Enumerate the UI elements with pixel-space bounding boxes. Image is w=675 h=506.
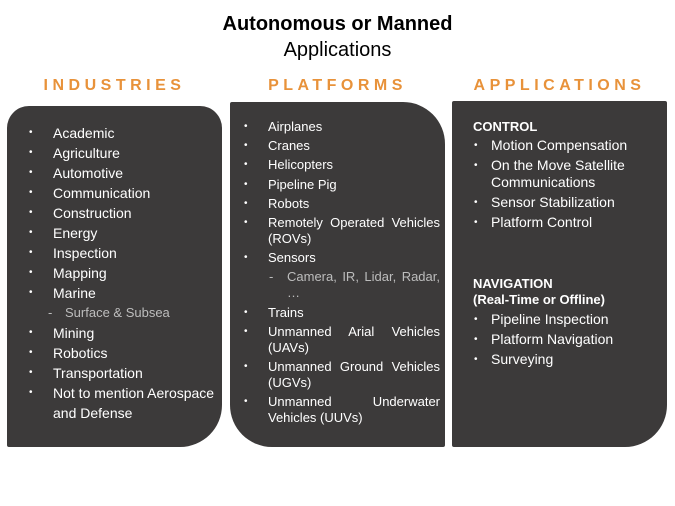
industries-header: INDUSTRIES [43, 77, 186, 94]
list-item: Robots [244, 196, 440, 212]
list-item: Cranes [244, 138, 440, 154]
list-item: Agriculture [29, 143, 218, 163]
list-item: Academic [29, 123, 218, 143]
list-item: Construction [29, 203, 218, 223]
navigation-list: Pipeline Inspection Platform Navigation … [474, 311, 661, 371]
list-item: Airplanes [244, 119, 440, 135]
platforms-list: Airplanes Cranes Helicopters Pipeline Pi… [244, 119, 440, 429]
list-item: Transportation [29, 363, 218, 383]
list-item: Mining [29, 323, 218, 343]
list-item: Pipeline Inspection [474, 311, 661, 328]
list-item: Helicopters [244, 157, 440, 173]
platforms-panel: Airplanes Cranes Helicopters Pipeline Pi… [230, 102, 445, 447]
slide-title: Autonomous or Manned Applications [0, 11, 675, 63]
list-item: Platform Navigation [474, 331, 661, 348]
sub-list-item: Surface & Subsea [48, 303, 218, 323]
list-item: Trains [244, 305, 440, 321]
navigation-heading: NAVIGATION [473, 276, 553, 291]
list-item: Energy [29, 223, 218, 243]
list-item: On the Move Satellite Communications [474, 157, 661, 191]
list-item: Communication [29, 183, 218, 203]
list-item: Marine [29, 283, 218, 303]
list-item: Sensors [244, 250, 440, 266]
control-heading: CONTROL [473, 119, 538, 134]
applications-header: APPLICATIONS [473, 77, 646, 94]
title-line-2: Applications [283, 39, 392, 61]
list-item: Inspection [29, 243, 218, 263]
list-item: Unmanned Underwater Vehicles (UUVs) [244, 394, 440, 426]
platforms-header: PLATFORMS [268, 77, 407, 94]
list-item: Not to mention Aerospace and Defense [29, 383, 218, 423]
industries-panel: Academic Agriculture Automotive Communic… [7, 106, 222, 447]
sub-list-item: Camera, IR, Lidar, Radar, … [268, 269, 440, 301]
list-item: Platform Control [474, 214, 661, 231]
navigation-subheading: (Real-Time or Offline) [473, 292, 605, 307]
list-item: Unmanned Arial Vehicles (UAVs) [244, 324, 440, 356]
list-item: Mapping [29, 263, 218, 283]
list-item: Remotely Operated Vehicles (ROVs) [244, 215, 440, 247]
title-line-1: Autonomous or Manned [222, 13, 453, 35]
list-item: Sensor Stabilization [474, 194, 661, 211]
list-item: Robotics [29, 343, 218, 363]
applications-panel: CONTROL Motion Compensation On the Move … [452, 101, 667, 447]
control-list: Motion Compensation On the Move Satellit… [474, 137, 661, 234]
industries-list: Academic Agriculture Automotive Communic… [29, 123, 218, 423]
list-item: Surveying [474, 351, 661, 368]
list-item: Automotive [29, 163, 218, 183]
list-item: Pipeline Pig [244, 177, 440, 193]
list-item: Motion Compensation [474, 137, 661, 154]
list-item: Unmanned Ground Vehicles (UGVs) [244, 359, 440, 391]
